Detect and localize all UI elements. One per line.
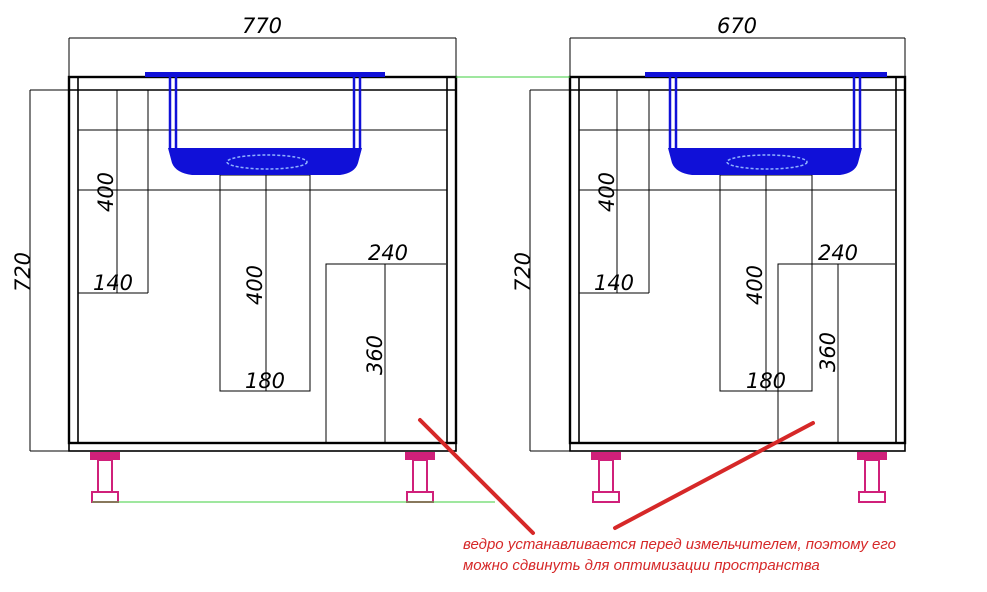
right-shredder-zone: 400 180	[719, 174, 813, 393]
left-leg-front	[90, 452, 120, 503]
left-shredder-zone: 400 180	[219, 174, 311, 393]
left-width-dimension: 770	[68, 14, 457, 77]
right-bucket-width-label: 240	[818, 241, 858, 265]
right-leg-back	[857, 452, 887, 503]
right-shredder-height-label: 400	[743, 265, 767, 305]
left-shredder-height-label: 400	[243, 265, 267, 305]
annotation-pointer-right	[613, 421, 815, 530]
right-shelf-depth-label: 140	[594, 271, 634, 295]
right-sink	[645, 72, 887, 175]
right-width-label: 670	[717, 14, 757, 38]
right-shelf-zone: 400 140	[579, 90, 650, 295]
right-width-dimension: 670	[569, 14, 906, 77]
left-shelf-height-label: 400	[94, 172, 118, 212]
annotation-line-1: ведро устанавливается перед измельчителе…	[463, 536, 896, 553]
left-shelf-depth-label: 140	[93, 271, 133, 295]
left-sink	[145, 72, 385, 175]
left-height-label: 720	[11, 252, 35, 292]
right-leg-front	[591, 452, 621, 503]
right-height-dimension: 720	[511, 89, 570, 452]
left-shredder-width-label: 180	[245, 369, 285, 393]
right-height-label: 720	[511, 252, 535, 292]
right-bucket-height-label: 360	[816, 332, 840, 372]
left-height-dimension: 720	[11, 89, 69, 452]
right-cabinet: 670 720 400 140 400 180	[511, 14, 907, 503]
right-shelf-height-label: 400	[595, 172, 619, 212]
left-bucket-width-label: 240	[368, 241, 408, 265]
left-width-label: 770	[242, 14, 282, 38]
left-bucket-zone: 240 360	[325, 241, 446, 443]
left-cabinet-body	[67, 75, 458, 452]
annotation-line-2: можно сдвинуть для оптимизации пространс…	[463, 557, 820, 574]
left-cabinet: 770 720 400 140	[11, 14, 458, 503]
left-leg-back	[405, 452, 435, 503]
left-shelf-zone: 400 140	[78, 90, 149, 295]
right-bucket-zone: 240 360	[777, 241, 895, 443]
annotation-pointer-left	[418, 418, 535, 535]
right-shredder-width-label: 180	[746, 369, 786, 393]
left-bucket-height-label: 360	[363, 335, 387, 375]
